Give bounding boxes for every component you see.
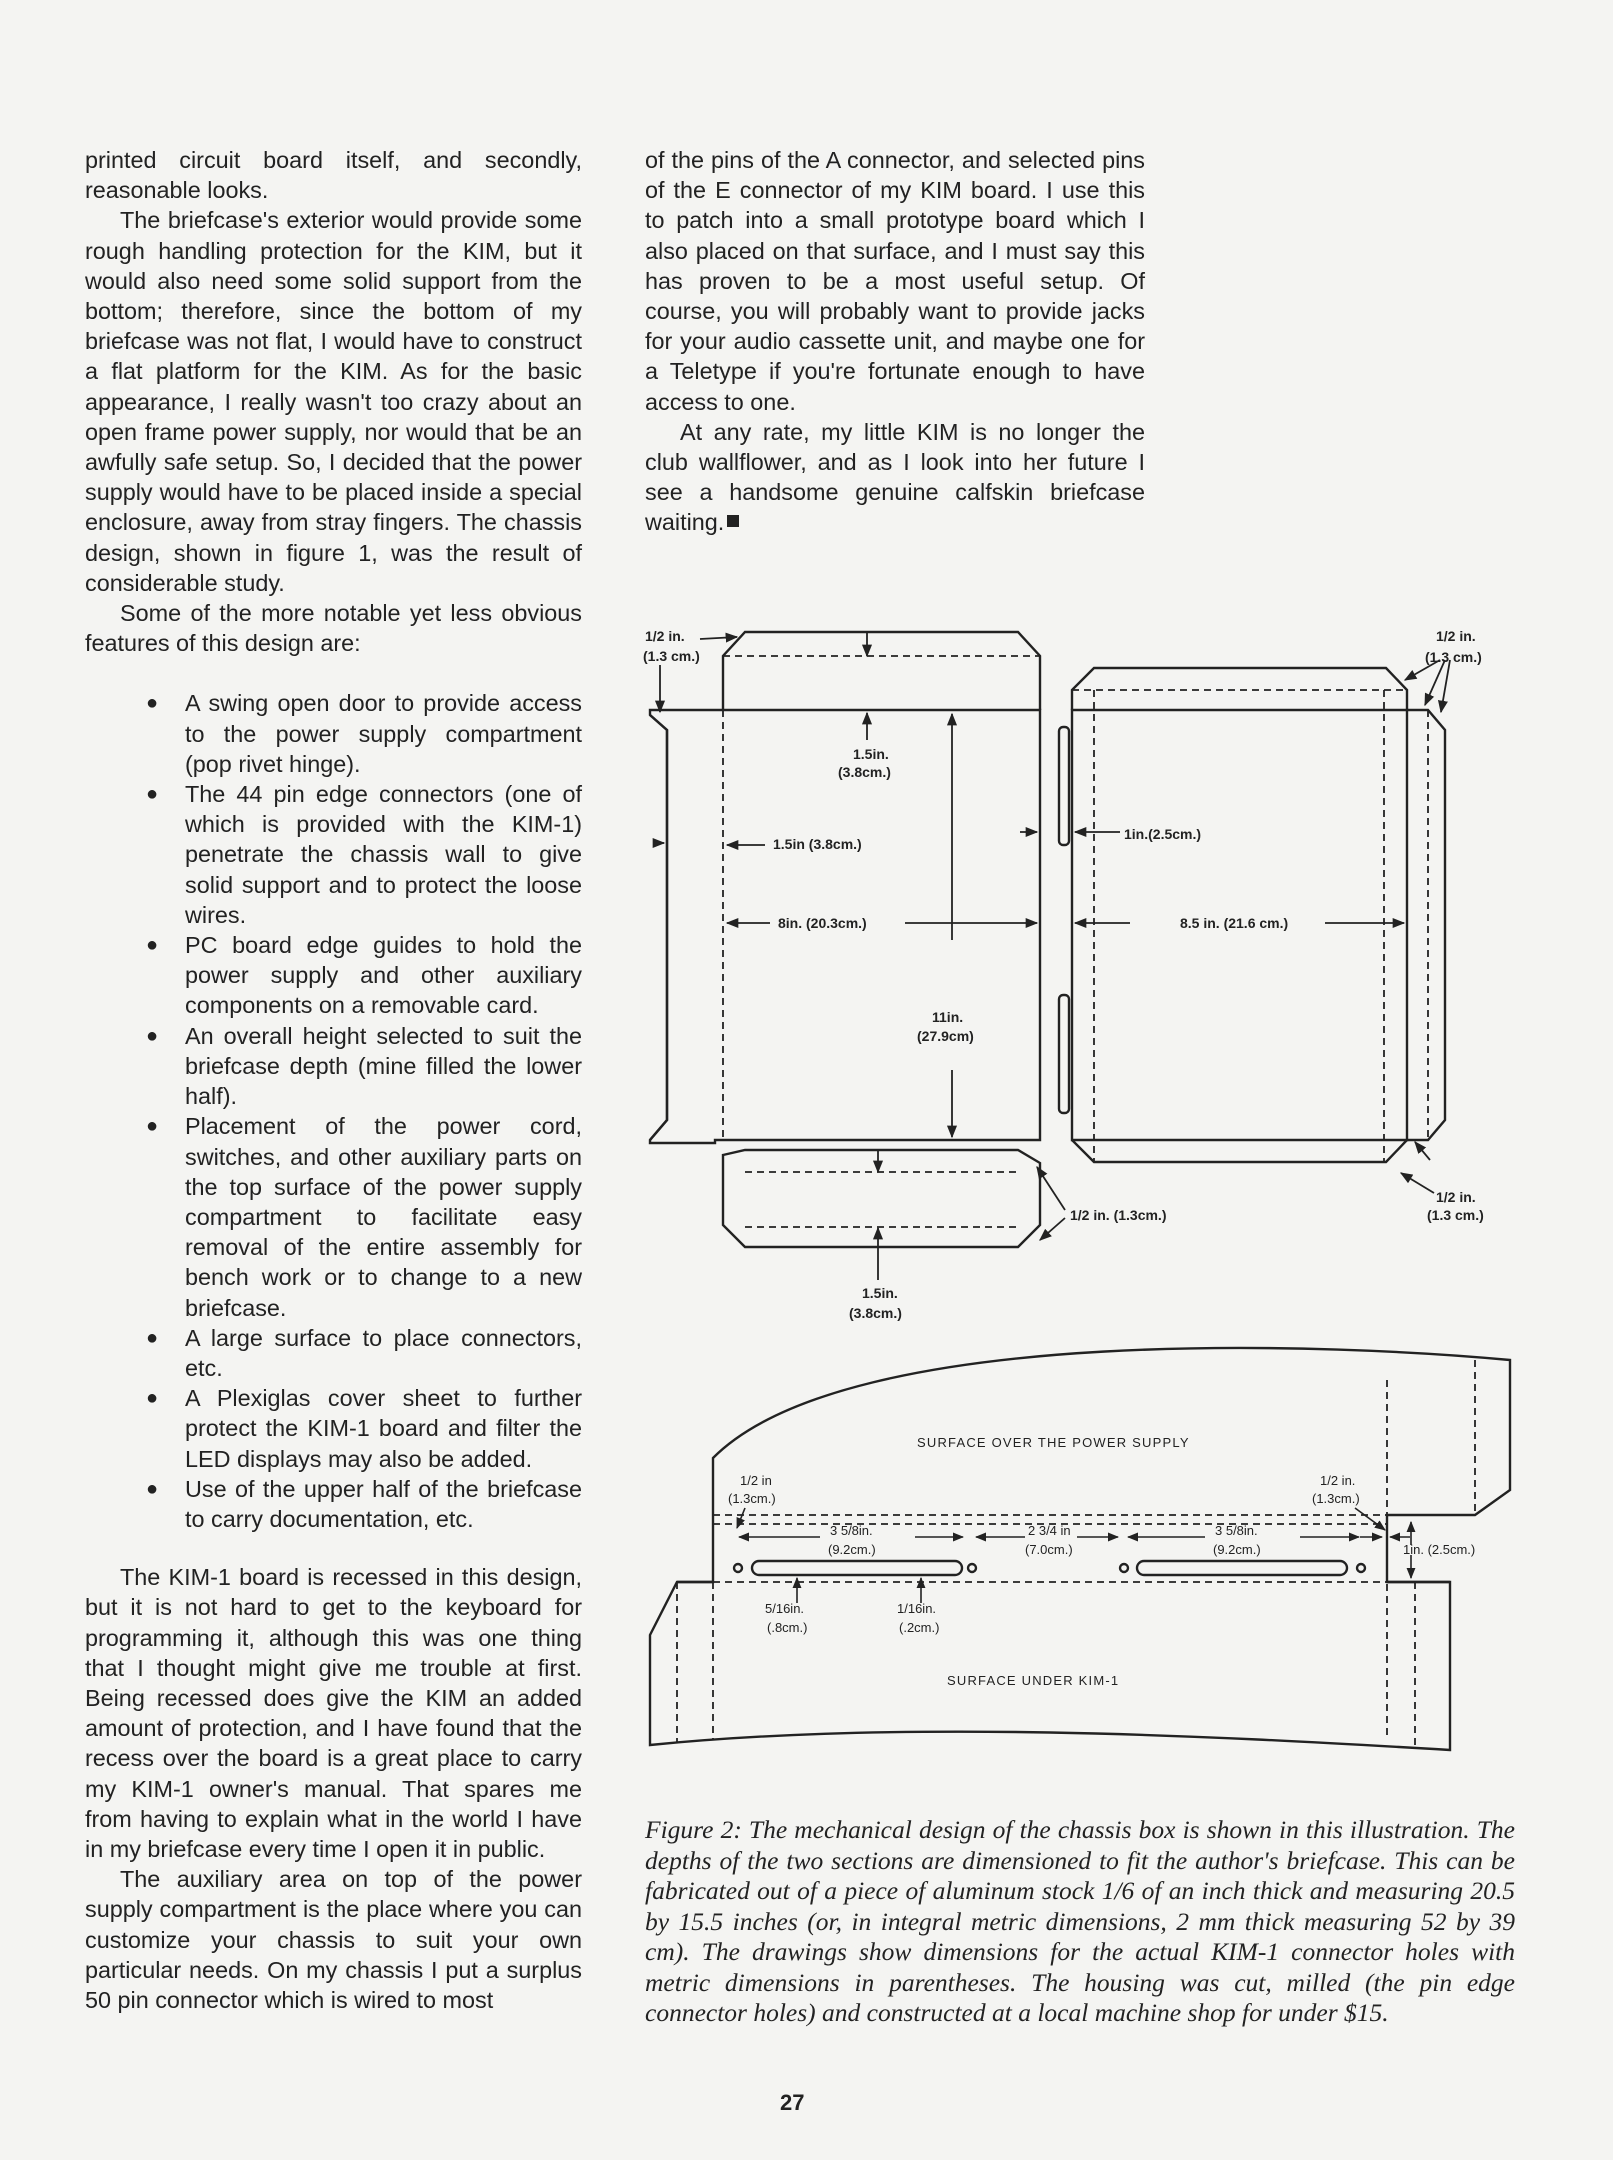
paragraph: printed circuit board itself, and second… bbox=[85, 147, 582, 204]
right-flap-right bbox=[1407, 708, 1447, 1142]
connector-slot bbox=[1057, 993, 1071, 1115]
dimension-label: 3 5/8in. bbox=[830, 1523, 873, 1538]
dimension-label: 1/2 in. bbox=[1436, 628, 1476, 644]
paragraph: of the pins of the A connector, and sele… bbox=[645, 147, 1145, 415]
mount-hole bbox=[966, 1562, 978, 1574]
list-item: An overall height selected to suit the b… bbox=[146, 1021, 582, 1112]
connector-slot bbox=[1057, 725, 1071, 847]
top-drawing bbox=[648, 630, 1447, 1249]
list-item: A Plexiglas cover sheet to further prote… bbox=[146, 1383, 582, 1474]
dimension-label: 1.5in. bbox=[862, 1285, 898, 1301]
paragraph: The KIM-1 board is recessed in this desi… bbox=[85, 1564, 582, 1862]
paragraph: At any rate, my little KIM is no longer … bbox=[645, 417, 1145, 538]
dimension-label: (1.3cm.) bbox=[1312, 1491, 1360, 1506]
bottom-dimension-lines bbox=[736, 1507, 1416, 1603]
dimension-label: (.2cm.) bbox=[899, 1620, 939, 1635]
dimension-label: (9.2cm.) bbox=[1213, 1542, 1261, 1557]
left-flap-left bbox=[649, 714, 669, 1141]
feature-list: A swing open door to provide access to t… bbox=[85, 688, 582, 1534]
right-flap-top bbox=[1070, 666, 1409, 710]
mount-hole bbox=[732, 1562, 744, 1574]
paragraph: The auxiliary area on top of the power s… bbox=[85, 1866, 582, 2013]
paragraph: Some of the more notable yet less obviou… bbox=[85, 600, 582, 657]
dimension-label: 8in. (20.3cm.) bbox=[778, 915, 867, 931]
fold-lines bbox=[722, 655, 1429, 1228]
dimension-label: (3.8cm.) bbox=[849, 1305, 902, 1321]
bottom-fold-lines bbox=[676, 1360, 1476, 1745]
bottom-part-outline bbox=[648, 1346, 1512, 1752]
dimension-lines bbox=[652, 632, 1451, 1280]
right-column: of the pins of the A connector, and sele… bbox=[645, 145, 1145, 538]
list-item: PC board edge guides to hold the power s… bbox=[146, 930, 582, 1021]
mount-hole bbox=[1118, 1562, 1130, 1574]
surface-label: SURFACE UNDER KIM-1 bbox=[947, 1673, 1119, 1688]
list-item: Placement of the power cord, switches, a… bbox=[146, 1111, 582, 1322]
top-drawing-labels: 1/2 in. (1.3 cm.) 1/2 in. (1.3 cm.) 1.5i… bbox=[643, 628, 1484, 1321]
left-column: printed circuit board itself, and second… bbox=[85, 145, 582, 2015]
dimension-label: 1/2 in. bbox=[1320, 1473, 1355, 1488]
dimension-label: 2 3/4 in bbox=[1028, 1523, 1071, 1538]
dimension-label: (.8cm.) bbox=[767, 1620, 807, 1635]
page-number: 27 bbox=[780, 2090, 805, 2115]
figure-caption: Figure 2: The mechanical design of the c… bbox=[645, 1815, 1515, 2027]
dimension-label: 1/2 in. (1.3cm.) bbox=[1070, 1207, 1166, 1223]
dimension-label: (27.9cm) bbox=[917, 1028, 974, 1044]
bottom-drawing-labels: SURFACE OVER THE POWER SUPPLY SURFACE UN… bbox=[728, 1435, 1475, 1688]
dimension-label: 1in.(2.5cm.) bbox=[1124, 826, 1201, 842]
dimension-label: (9.2cm.) bbox=[828, 1542, 876, 1557]
list-item: Use of the upper half of the briefcase t… bbox=[146, 1474, 582, 1534]
dimension-label: 8.5 in. (21.6 cm.) bbox=[1180, 915, 1288, 931]
dimension-label: (1.3cm.) bbox=[728, 1491, 776, 1506]
right-flap-bottom bbox=[1071, 1139, 1408, 1164]
dimension-label: 1/2 in. bbox=[1436, 1189, 1476, 1205]
list-item: A swing open door to provide access to t… bbox=[146, 688, 582, 779]
dimension-label: 3 5/8in. bbox=[1215, 1523, 1258, 1538]
dimension-label: (7.0cm.) bbox=[1025, 1542, 1073, 1557]
dimension-label: (1.3 cm.) bbox=[1425, 649, 1482, 665]
end-of-article-mark bbox=[727, 515, 740, 528]
bottom-drawing bbox=[648, 1346, 1512, 1752]
left-flap-top bbox=[721, 630, 1042, 710]
connector-hole bbox=[1135, 1559, 1349, 1577]
dimension-label: 1in. (2.5cm.) bbox=[1403, 1542, 1475, 1557]
paragraph-text: At any rate, my little KIM is no longer … bbox=[645, 418, 1145, 536]
dimension-label: 1/2 in bbox=[740, 1473, 772, 1488]
dimension-label: 1/2 in. bbox=[645, 628, 685, 644]
list-item: The 44 pin edge connectors (one of which… bbox=[146, 779, 582, 930]
dimension-label: 1.5in. bbox=[853, 746, 889, 762]
mount-hole bbox=[1355, 1562, 1367, 1574]
dimension-label: 5/16in. bbox=[765, 1601, 804, 1616]
dimension-label: 1/16in. bbox=[897, 1601, 936, 1616]
dimension-label: (1.3 cm.) bbox=[643, 648, 700, 664]
dimension-label: 11in. bbox=[932, 1009, 963, 1025]
connector-hole bbox=[750, 1559, 964, 1577]
dimension-label: (3.8cm.) bbox=[838, 764, 891, 780]
paragraph: The briefcase's exterior would provide s… bbox=[85, 207, 582, 596]
left-flap-bottom bbox=[721, 1148, 1042, 1249]
list-item: A large surface to place connectors, etc… bbox=[146, 1323, 582, 1383]
dimension-label: (1.3 cm.) bbox=[1427, 1207, 1484, 1223]
dimension-label: 1.5in (3.8cm.) bbox=[773, 836, 862, 852]
surface-label: SURFACE OVER THE POWER SUPPLY bbox=[917, 1435, 1190, 1450]
